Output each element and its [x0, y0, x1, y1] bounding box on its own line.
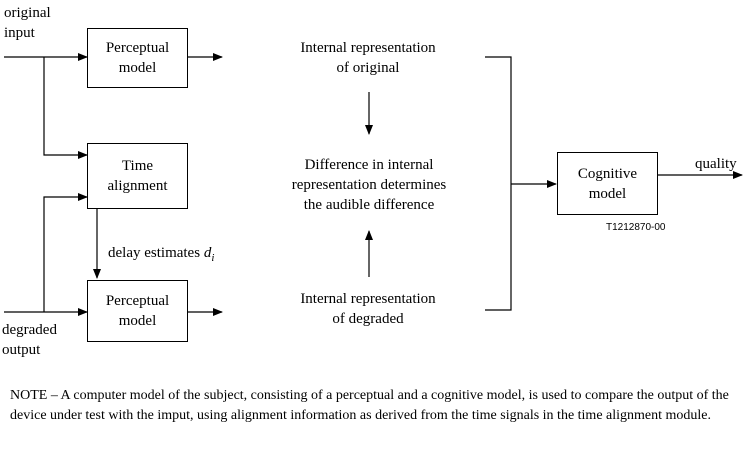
time-alignment-box: Time alignment — [87, 143, 188, 209]
figure-note: NOTE – A computer model of the subject, … — [10, 388, 729, 423]
perceptual-model-degraded-box: Perceptual model — [87, 280, 188, 342]
degraded-output-label: degraded output — [2, 322, 57, 358]
delay-symbol: d — [203, 245, 212, 261]
arrow-original-to-time-alignment — [43, 57, 88, 159]
original-input-label: original input — [4, 5, 51, 41]
delay-estimates-label: delay estimates di — [108, 245, 215, 264]
arrow-degraded-to-time-alignment — [43, 193, 88, 312]
perceptual-model-original-box: Perceptual model — [87, 28, 188, 88]
bracket-line — [485, 56, 512, 311]
figure-code: T1212870-00 — [606, 222, 666, 233]
internal-representation-original: Internal representation of original — [300, 40, 436, 76]
internal-representation-degraded: Internal representation of degraded — [300, 291, 436, 327]
difference-text: Difference in internal representation de… — [291, 157, 447, 213]
cognitive-model-box: Cognitive model — [557, 152, 658, 215]
quality-label: quality — [695, 156, 737, 172]
delay-subscript: i — [211, 252, 215, 264]
